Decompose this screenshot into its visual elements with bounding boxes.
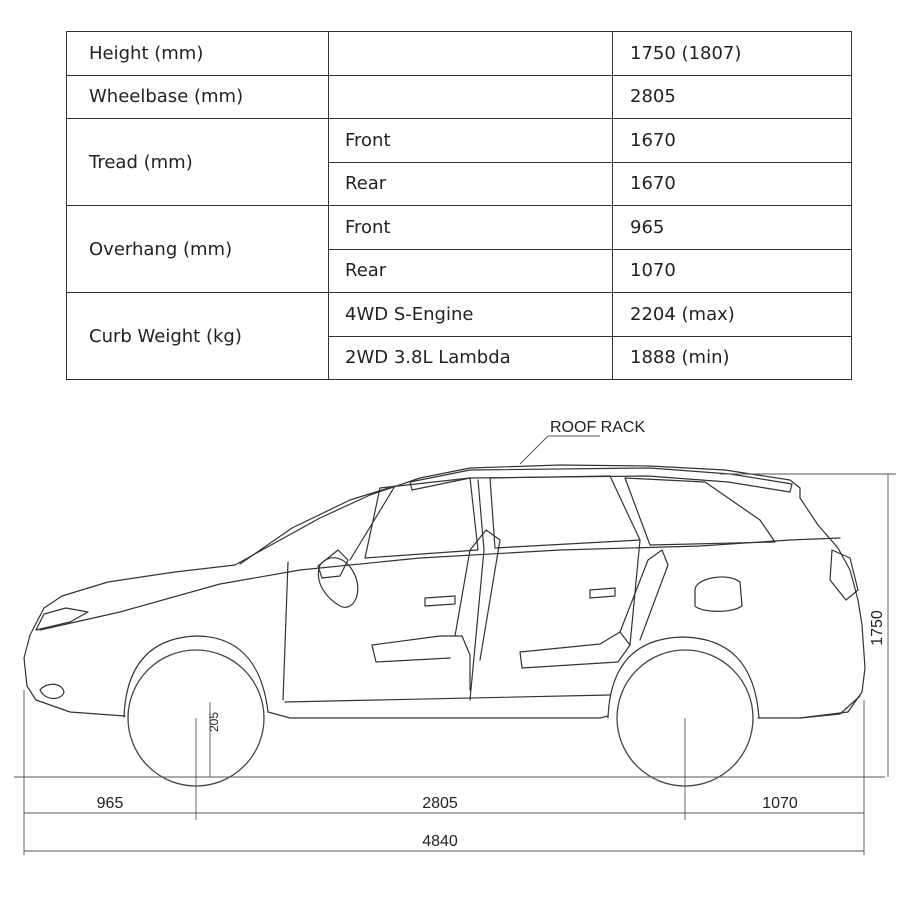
spec-table: Height (mm) 1750 (1807) Wheelbase (mm) 2… [66, 31, 852, 380]
row-value: 1888 (min) [612, 335, 852, 380]
roof-rack [409, 467, 793, 493]
front-seatback [454, 529, 501, 661]
fog-lamp [39, 683, 65, 700]
table-row: Wheelbase (mm) 2805 [66, 74, 852, 119]
table-row: Rear 1070 [67, 248, 852, 293]
front-bumper-lower [26, 685, 126, 717]
windshield [239, 485, 396, 565]
row-sublabel: Front [328, 205, 613, 250]
rocker-panel [267, 711, 609, 719]
dim-rear-overhang: 1070 [762, 795, 798, 812]
rear-door-window [489, 475, 641, 549]
dim-overall-length: 4840 [422, 833, 458, 850]
table-row: 2WD 3.8L Lambda 1888 (min) [67, 335, 852, 380]
callout-roof-rack: ROOF RACK [550, 419, 645, 436]
row-label: Curb Weight (kg) [66, 292, 329, 380]
front-door-handle [424, 595, 456, 607]
quarter-window [624, 477, 776, 546]
row-value: 1070 [612, 248, 852, 293]
row-value: 965 [612, 205, 852, 250]
row-value: 2204 (max) [612, 292, 852, 337]
roof-rack-leader [519, 435, 600, 465]
front-wheel-arch [123, 635, 269, 718]
table-row: Rear 1670 [67, 161, 852, 206]
sill-line [284, 694, 611, 703]
row-sublabel: Rear [328, 248, 613, 293]
steering-wheel [317, 557, 359, 608]
body-outline [23, 464, 866, 719]
rear-door-handle [589, 587, 616, 599]
rear-bumper [799, 695, 861, 719]
dim-wheelbase: 2805 [422, 795, 458, 812]
tail-lamp [829, 549, 859, 601]
row-label: Overhang (mm) [66, 205, 329, 293]
rear-seatback [619, 549, 669, 641]
table-row: Height (mm) 1750 (1807) [66, 31, 852, 76]
dim-ground-clearance: 205 [207, 712, 221, 732]
row-label: Height (mm) [66, 31, 329, 76]
belt-line [39, 537, 841, 631]
side-mirror [317, 549, 349, 579]
rear-seat [519, 631, 631, 669]
table-row: Overhang (mm) Front 965 [66, 205, 852, 293]
row-value: 2805 [612, 74, 852, 119]
rear-wheel-arch [607, 636, 760, 719]
row-sublabel: 2WD 3.8L Lambda [328, 335, 613, 380]
row-sublabel: Front [328, 118, 613, 163]
dim-height: 1750 [869, 610, 886, 646]
dim-front-overhang: 965 [97, 795, 124, 812]
table-row: Tread (mm) Front 1670 [66, 118, 852, 206]
front-seat [371, 635, 471, 691]
vehicle-side-view-drawing: ROOF RACK 965 2805 1070 4840 1750 205 [14, 419, 896, 855]
row-sublabel: 4WD S-Engine [328, 292, 613, 337]
row-sublabel: Rear [328, 161, 613, 206]
table-row: Curb Weight (kg) 4WD S-Engine 2204 (max) [66, 292, 852, 380]
b-pillar [469, 479, 485, 701]
row-sublabel [328, 31, 613, 76]
front-door-seam [282, 561, 289, 701]
row-value: 1670 [612, 118, 852, 163]
front-door-window [364, 477, 479, 559]
row-label: Wheelbase (mm) [66, 74, 329, 119]
fuel-door [694, 576, 743, 612]
row-sublabel [328, 74, 613, 119]
row-label: Tread (mm) [66, 118, 329, 206]
row-value: 1750 (1807) [612, 31, 852, 76]
row-value: 1670 [612, 161, 852, 206]
headlamp [35, 607, 89, 631]
